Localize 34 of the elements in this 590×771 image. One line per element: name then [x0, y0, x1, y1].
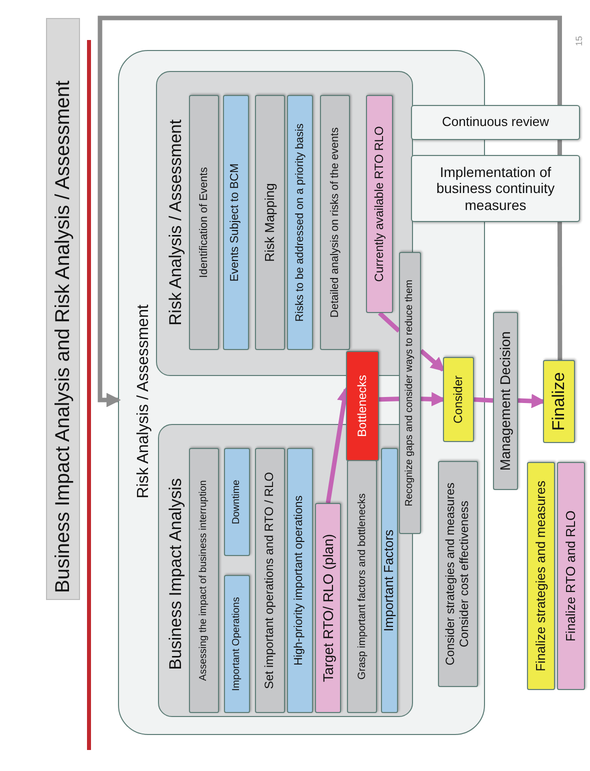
step-box: Detailed analysis on risks of the events: [320, 95, 350, 350]
step-box: Finalize RTO and RLO: [557, 462, 585, 690]
step-box: Risks to be addressed on a priority basis: [287, 95, 313, 350]
step-box: Grasp important factors and bottlenecks: [347, 460, 377, 713]
step-box: Bottlenecks: [346, 351, 379, 461]
step-box: [438, 461, 478, 687]
group-heading: Risk Analysis / Assessment: [165, 118, 186, 328]
step-box: Recognize gaps and consider ways to reduce them: [399, 252, 421, 534]
step-box: Management Decision: [493, 312, 518, 490]
step-box: Important Factors: [381, 448, 398, 713]
feedback-arrow: [98, 16, 562, 408]
step-box: High-priority important operations: [287, 448, 313, 713]
step-box: Target RTO/ RLO (plan): [315, 503, 341, 713]
step-box: Risk Mapping: [255, 95, 285, 350]
step-box: Assessing the impact of business interruption: [189, 448, 219, 713]
arrow: [420, 349, 446, 372]
step-box: Currently available RTO RLO: [366, 95, 393, 313]
group-panel: [156, 71, 413, 376]
step-text: Consider cost effectiveness: [458, 500, 472, 648]
step-box: Important Operations: [224, 575, 250, 713]
step-box: Identification of Events: [189, 95, 219, 350]
step-text: Consider strategies and measures: [444, 482, 458, 666]
step-box: Set important operations and RTO / RLO: [255, 448, 285, 713]
step-box: Events Subject to BCM: [223, 95, 249, 350]
step-box: Downtime: [224, 448, 250, 556]
page-number: 15: [573, 35, 585, 48]
step-box: Finalize strategies and measures: [527, 462, 555, 690]
step-box: Implementation of business continuity measures: [411, 155, 580, 222]
title-bar: Business Impact Analysis and Risk Analysis / Assessment: [46, 18, 80, 600]
step-box: Continuous review: [411, 105, 580, 140]
step-box: Consider: [443, 357, 474, 442]
step-box: Finalize: [543, 360, 575, 443]
group-heading: Risk Analysis / Assessment: [134, 304, 153, 500]
group-heading: Business Impact Analysis: [165, 477, 186, 672]
